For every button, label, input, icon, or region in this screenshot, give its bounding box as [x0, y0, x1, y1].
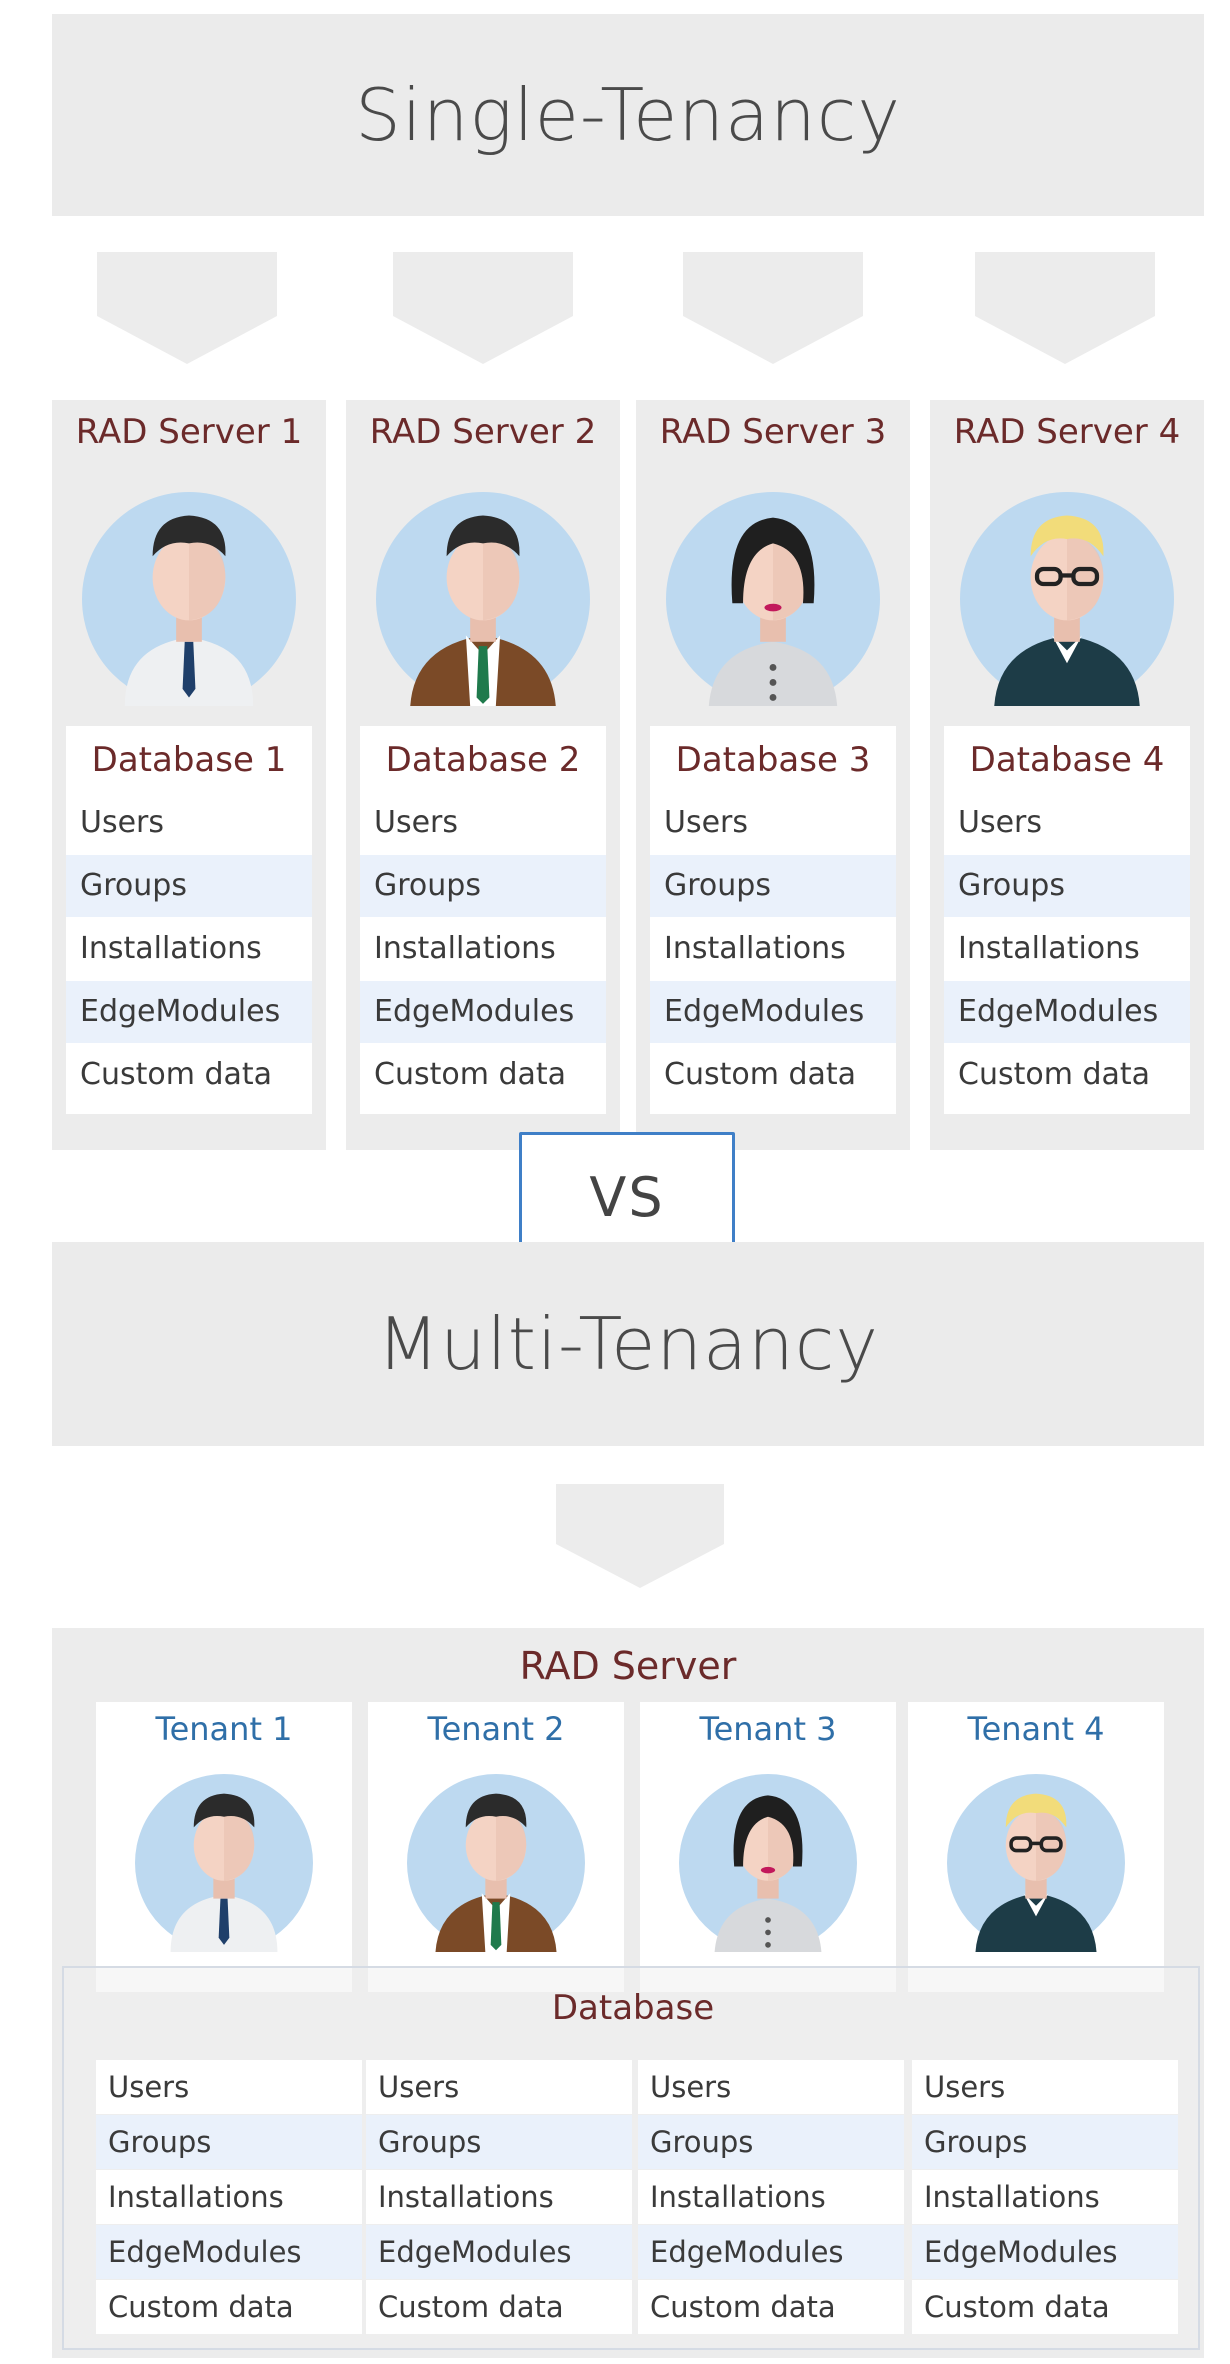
database-row: Custom data [650, 1044, 896, 1106]
shared-database-row-t1: Groups [96, 2115, 362, 2169]
man-glasses-dark-sweater-icon [947, 1774, 1125, 1952]
single-chevron-arrow-2 [393, 252, 573, 364]
shared-database-row-t4: EdgeModules [912, 2225, 1178, 2279]
shared-database-row-t4: Users [912, 2060, 1178, 2114]
shared-database-row-t3: Installations [638, 2170, 904, 2224]
database-row: Custom data [944, 1044, 1190, 1106]
shared-database-row-t1: Installations [96, 2170, 362, 2224]
shared-database-title: Database [551, 1988, 715, 2028]
tenant-title: Tenant 4 [967, 1710, 1105, 1748]
database-row: Groups [944, 855, 1190, 917]
man-white-shirt-icon [82, 492, 296, 706]
database-title: Database 3 [675, 740, 871, 780]
single-tenancy-title: Single-Tenancy [355, 73, 901, 157]
server-title: RAD Server 3 [659, 412, 887, 452]
woman-grey-top-icon [666, 492, 880, 706]
single-chevron-arrow-4 [975, 252, 1155, 364]
shared-database-row-t4: Groups [912, 2115, 1178, 2169]
multi-chevron-arrow [556, 1484, 724, 1588]
database-row: Users [650, 792, 896, 854]
shared-database-row-t2: EdgeModules [366, 2225, 632, 2279]
server-title: RAD Server 4 [953, 412, 1181, 452]
shared-database-row-t4: Installations [912, 2170, 1178, 2224]
woman-grey-top-icon [679, 1774, 857, 1952]
shared-database-row-t2: Users [366, 2060, 632, 2114]
man-white-shirt-icon [135, 1774, 313, 1952]
database-title: Database 2 [385, 740, 581, 780]
shared-database-row-t1: Users [96, 2060, 362, 2114]
vs-box: VS [519, 1132, 735, 1262]
database-title: Database 1 [91, 740, 287, 780]
tenant-card-2: Tenant 2 [368, 1702, 624, 1992]
tenant-title: Tenant 2 [427, 1710, 565, 1748]
database-row: Users [66, 792, 312, 854]
rad-server-title: RAD Server [519, 1644, 737, 1688]
tenant-title: Tenant 1 [155, 1710, 293, 1748]
database-row: EdgeModules [360, 981, 606, 1043]
database-row: Groups [66, 855, 312, 917]
single-chevron-arrow-3 [683, 252, 863, 364]
shared-database-row-t3: EdgeModules [638, 2225, 904, 2279]
database-row: Groups [650, 855, 896, 917]
database-row: Users [944, 792, 1190, 854]
database-row: Installations [66, 918, 312, 980]
database-row: Custom data [360, 1044, 606, 1106]
single-tenancy-banner: Single-Tenancy [52, 14, 1204, 216]
shared-database-row-t3: Groups [638, 2115, 904, 2169]
server-title: RAD Server 2 [369, 412, 597, 452]
database-row: Users [360, 792, 606, 854]
shared-database-row-t3: Custom data [638, 2280, 904, 2334]
database-row: Installations [360, 918, 606, 980]
server-title: RAD Server 1 [75, 412, 303, 452]
database-row: EdgeModules [944, 981, 1190, 1043]
database-row: Groups [360, 855, 606, 917]
database-row: Custom data [66, 1044, 312, 1106]
shared-database-row-t1: Custom data [96, 2280, 362, 2334]
multi-tenancy-title: Multi-Tenancy [377, 1302, 879, 1386]
shared-database-row-t1: EdgeModules [96, 2225, 362, 2279]
database-row: EdgeModules [650, 981, 896, 1043]
man-brown-jacket-icon [407, 1774, 585, 1952]
man-brown-jacket-icon [376, 492, 590, 706]
tenant-title: Tenant 3 [699, 1710, 837, 1748]
tenant-card-3: Tenant 3 [640, 1702, 896, 1992]
shared-database-row-t3: Users [638, 2060, 904, 2114]
multi-tenancy-banner: Multi-Tenancy [52, 1242, 1204, 1446]
vs-label: VS [589, 1165, 665, 1229]
tenant-card-4: Tenant 4 [908, 1702, 1164, 1992]
database-title: Database 4 [969, 740, 1165, 780]
man-glasses-dark-sweater-icon [960, 492, 1174, 706]
shared-database-row-t2: Installations [366, 2170, 632, 2224]
single-chevron-arrow-1 [97, 252, 277, 364]
shared-database-row-t2: Groups [366, 2115, 632, 2169]
tenant-card-1: Tenant 1 [96, 1702, 352, 1992]
database-row: EdgeModules [66, 981, 312, 1043]
database-row: Installations [944, 918, 1190, 980]
shared-database-row-t4: Custom data [912, 2280, 1178, 2334]
shared-database-row-t2: Custom data [366, 2280, 632, 2334]
database-row: Installations [650, 918, 896, 980]
